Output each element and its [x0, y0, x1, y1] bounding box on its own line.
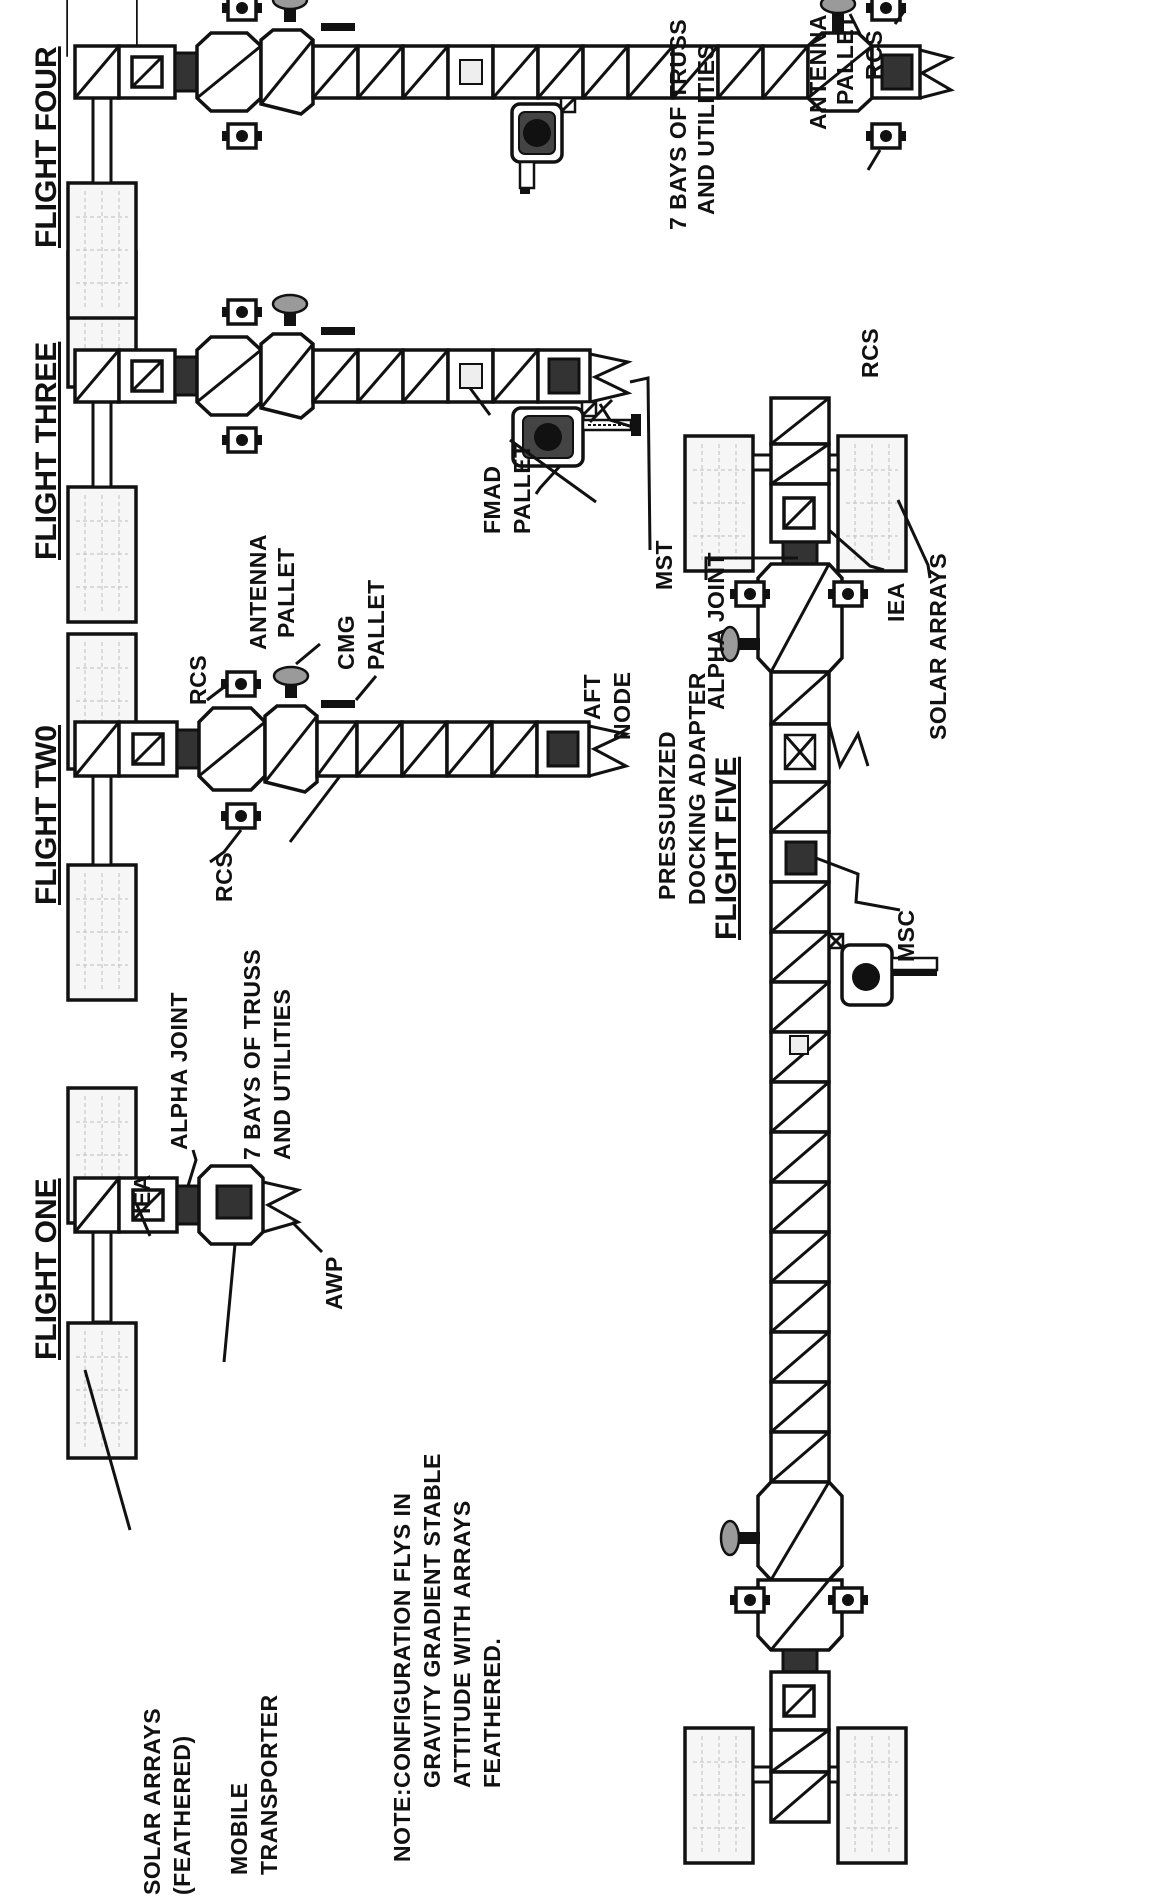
flight-four-rcs-top-inboard	[220, 0, 264, 22]
flight-one-iea-label: IEA	[129, 1174, 155, 1214]
flight-five-msc	[784, 840, 818, 876]
flight-three-mobile-transporter	[547, 357, 581, 395]
flight-five-rcs-top-left	[728, 580, 772, 608]
flight-four-bays-label-2: AND UTILITIES	[693, 44, 719, 215]
note-label: NOTE:	[389, 1788, 415, 1862]
flight-one-transporter-label: TRANSPORTER	[256, 1694, 282, 1875]
flight-five-solar-arrays-label: SOLAR ARRAYS	[925, 553, 951, 740]
flight-five-antenna-top	[719, 625, 741, 663]
flight-three-aft-label: AFT	[579, 674, 605, 720]
flight-five-rcs-top-right	[826, 580, 870, 608]
flight-four-truss	[73, 28, 956, 116]
flight-five-msc-label: MSC	[893, 909, 919, 962]
note-line-4: FEATHERED.	[479, 1638, 505, 1788]
flight-five-solar-array-bottom-left	[683, 1726, 755, 1865]
flight-one-title: FLIGHT ONE	[30, 1178, 63, 1360]
note-line-2: GRAVITY GRADIENT STABLE	[419, 1453, 445, 1788]
flight-two-cmg-label: CMG	[333, 615, 359, 670]
flight-one-solar-array-left	[66, 1321, 138, 1460]
flight-five-truss	[756, 396, 870, 1824]
flight-three-rcs-bottom	[220, 426, 264, 454]
flight-two-rcs-bottom-label: RCS	[211, 852, 237, 902]
flight-two-title: FLIGHT TW0	[30, 725, 63, 905]
flight-four-antenna-inboard	[271, 0, 309, 11]
flight-three-alpha-joint	[173, 355, 199, 397]
flight-three-mst-label: MST	[651, 540, 677, 590]
flight-three-pressurized-label: PRESSURIZED	[654, 731, 680, 900]
flight-four-antenna-pallet-label: PALLET	[832, 14, 858, 105]
flight-two-alpha-joint	[175, 728, 201, 770]
flight-one-alpha-joint-label: ALPHA JOINT	[166, 992, 192, 1150]
flight-five-alpha-joint-label: ALPHA JOINT	[703, 552, 729, 710]
flight-two-antenna	[272, 665, 310, 687]
flight-four-alpha-joint	[173, 51, 199, 93]
flight-two-antenna-pallet-label: PALLET	[273, 547, 299, 638]
flight-two-antenna-label: ANTENNA	[245, 534, 271, 650]
flight-two-rcs-top-label: RCS	[185, 655, 211, 705]
flight-one-truss	[73, 1164, 303, 1246]
flight-three-aft-node	[511, 400, 641, 468]
flight-one-feathered-label: (FEATHERED)	[169, 1735, 195, 1895]
flight-three-title: FLIGHT THREE	[30, 342, 63, 560]
flight-three-fmad-pallet	[459, 363, 483, 389]
flight-five: FLIGHT FIVE	[683, 396, 951, 1865]
flight-four: FLIGHT FOUR	[30, 0, 956, 378]
flight-four-rcs-bottom-label: RCS	[857, 328, 883, 378]
flight-two: FLIGHT TW0	[30, 534, 631, 1002]
flight-four-bays-label-1: 7 BAYS OF TRUSS	[665, 19, 691, 230]
flight-two-array-mast	[91, 766, 113, 867]
flight-five-alpha-joint-bottom	[781, 1648, 819, 1674]
flight-three-node-label: NODE	[609, 672, 635, 740]
flight-one-bays-label-1: 7 BAYS OF TRUSS	[239, 949, 265, 1160]
flight-two-rcs-bottom	[219, 802, 263, 830]
flight-one: FLIGHT ONE SOLAR ARRAYS (FEATHERED) IEA …	[30, 949, 347, 1895]
flight-two-mobile-transporter	[546, 730, 580, 768]
flight-five-aft-node	[827, 932, 939, 1007]
flight-four-antenna-outboard	[819, 0, 857, 15]
flight-one-awp-label: AWP	[321, 1256, 347, 1310]
flight-five-rcs-bottom-left	[728, 1586, 772, 1614]
flight-three-docking-adapter-label: DOCKING ADAPTER	[684, 672, 710, 905]
flight-five-solar-array-top-right	[836, 434, 908, 573]
flight-three-cmg-pallet	[321, 327, 355, 335]
flight-one-mobile-transporter	[215, 1184, 253, 1220]
flight-five-alpha-joint-top	[781, 540, 819, 566]
flight-two-truss	[73, 704, 631, 794]
flight-three-rcs-top	[220, 298, 264, 326]
flight-three: FLIGHT THREE	[30, 250, 710, 905]
flight-four-rcs-top-label: RCS	[861, 30, 887, 80]
flight-four-solar-array-left	[66, 181, 138, 320]
flight-five-solar-array-top-left	[683, 434, 755, 573]
flight-five-rcs-bottom-right	[826, 1586, 870, 1614]
flight-five-solar-array-bottom-right	[836, 1726, 908, 1865]
flight-five-antenna-bottom	[719, 1519, 741, 1557]
flight-two-cmg-pallet-label: PALLET	[363, 579, 389, 670]
flight-three-truss	[73, 332, 633, 420]
flight-four-mobile-transporter	[880, 53, 914, 91]
flight-four-antenna-label: ANTENNA	[805, 14, 831, 130]
flight-one-alpha-joint	[175, 1184, 201, 1226]
flight-four-rcs-bottom-inboard	[220, 122, 264, 150]
flight-four-rcs-bottom-outboard	[864, 122, 908, 150]
note: NOTE: CONFIGURATION FLYS IN GRAVITY GRAD…	[389, 1453, 505, 1862]
flight-three-fmad-label: FMAD	[479, 466, 505, 534]
flight-three-fmad-pallet-label: PALLET	[509, 443, 535, 534]
flight-one-mobile-label: MOBILE	[226, 1783, 252, 1875]
flight-five-title: FLIGHT FIVE	[710, 757, 743, 940]
flight-four-title: FLIGHT FOUR	[30, 46, 63, 248]
flight-one-solar-arrays-label: SOLAR ARRAYS	[139, 1708, 165, 1895]
note-line-3: ATTITUDE WITH ARRAYS	[449, 1500, 475, 1788]
flight-four-aft-node	[510, 96, 577, 194]
flight-two-solar-array-left	[66, 863, 138, 1002]
flight-two-cmg-pallet	[321, 700, 355, 708]
flight-three-antenna	[271, 293, 309, 315]
flight-three-solar-array-left	[66, 485, 138, 624]
note-line-1: CONFIGURATION FLYS IN	[389, 1493, 415, 1788]
flight-five-iea-label: IEA	[883, 582, 909, 622]
flight-one-bays-label-2: AND UTILITIES	[269, 989, 295, 1160]
